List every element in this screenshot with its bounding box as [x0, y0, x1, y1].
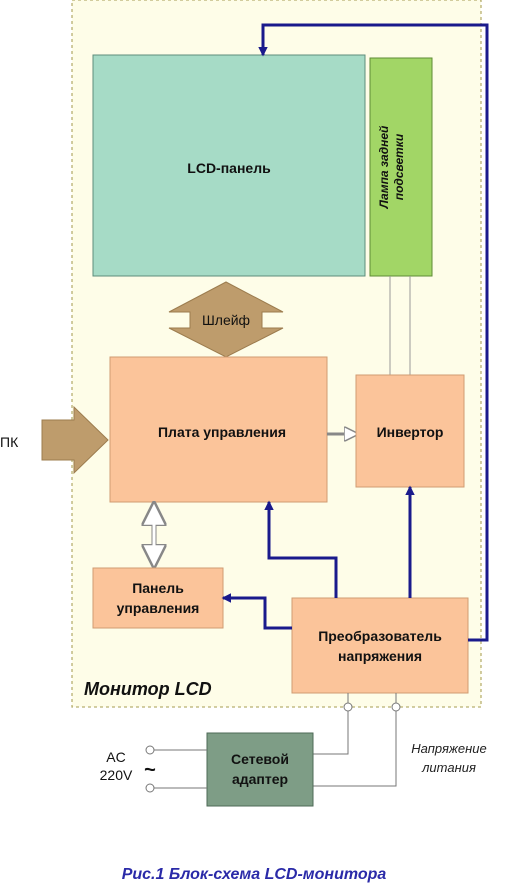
lcd-panel-label: LCD-панель: [187, 160, 271, 176]
ribbon-bus-arrow: [168, 281, 284, 358]
backlight-label-line1: Лампа задней: [377, 125, 391, 209]
power-line-to-panel: [221, 593, 292, 630]
pc-input-arrow: [41, 405, 109, 475]
adapter-label-line1: Сетевой: [231, 751, 289, 767]
control-panel-label-line1: Панель: [132, 580, 184, 596]
supply-terminal-left: [343, 702, 353, 712]
supply-terminal-right: [391, 702, 401, 712]
ac-label-line1: AC: [106, 749, 125, 765]
converter-block: [291, 597, 469, 694]
power-line-to-lcd: [258, 23, 489, 642]
adapter-wire-upper: [313, 711, 349, 755]
converter-label-line2: напряжения: [338, 648, 422, 664]
ac-label-line2: 220V: [100, 767, 133, 783]
backlight-label-line2: подсветки: [392, 133, 406, 200]
power-line-to-board: [264, 500, 338, 598]
monitor-label: Монитор LCD: [84, 679, 212, 699]
lcd-panel-block: [92, 54, 366, 277]
inverter-label: Инвертор: [377, 424, 444, 440]
ac-terminal-bottom: [145, 783, 155, 793]
supply-label-line1: Напряжение: [411, 741, 486, 756]
converter-label-line1: Преобразователь: [318, 628, 442, 644]
control-panel-label-line2: управления: [117, 600, 200, 616]
adapter-label-line2: адаптер: [232, 771, 288, 787]
ribbon-label: Шлейф: [202, 312, 250, 328]
figure-caption: Рис.1 Блок-схема LCD-монитора: [122, 866, 387, 883]
ac-symbol: ~: [144, 759, 156, 781]
backlight-block: [369, 57, 433, 277]
control-board-label: Плата управления: [158, 424, 286, 440]
ac-terminal-top: [145, 745, 155, 755]
supply-label-line2: литания: [421, 760, 476, 775]
adapter-wire-lower: [313, 711, 397, 787]
network-adapter-block: [206, 732, 314, 807]
control-board-block: [109, 356, 328, 503]
control-panel-block: [92, 567, 224, 629]
pc-label: ПК: [0, 434, 19, 450]
